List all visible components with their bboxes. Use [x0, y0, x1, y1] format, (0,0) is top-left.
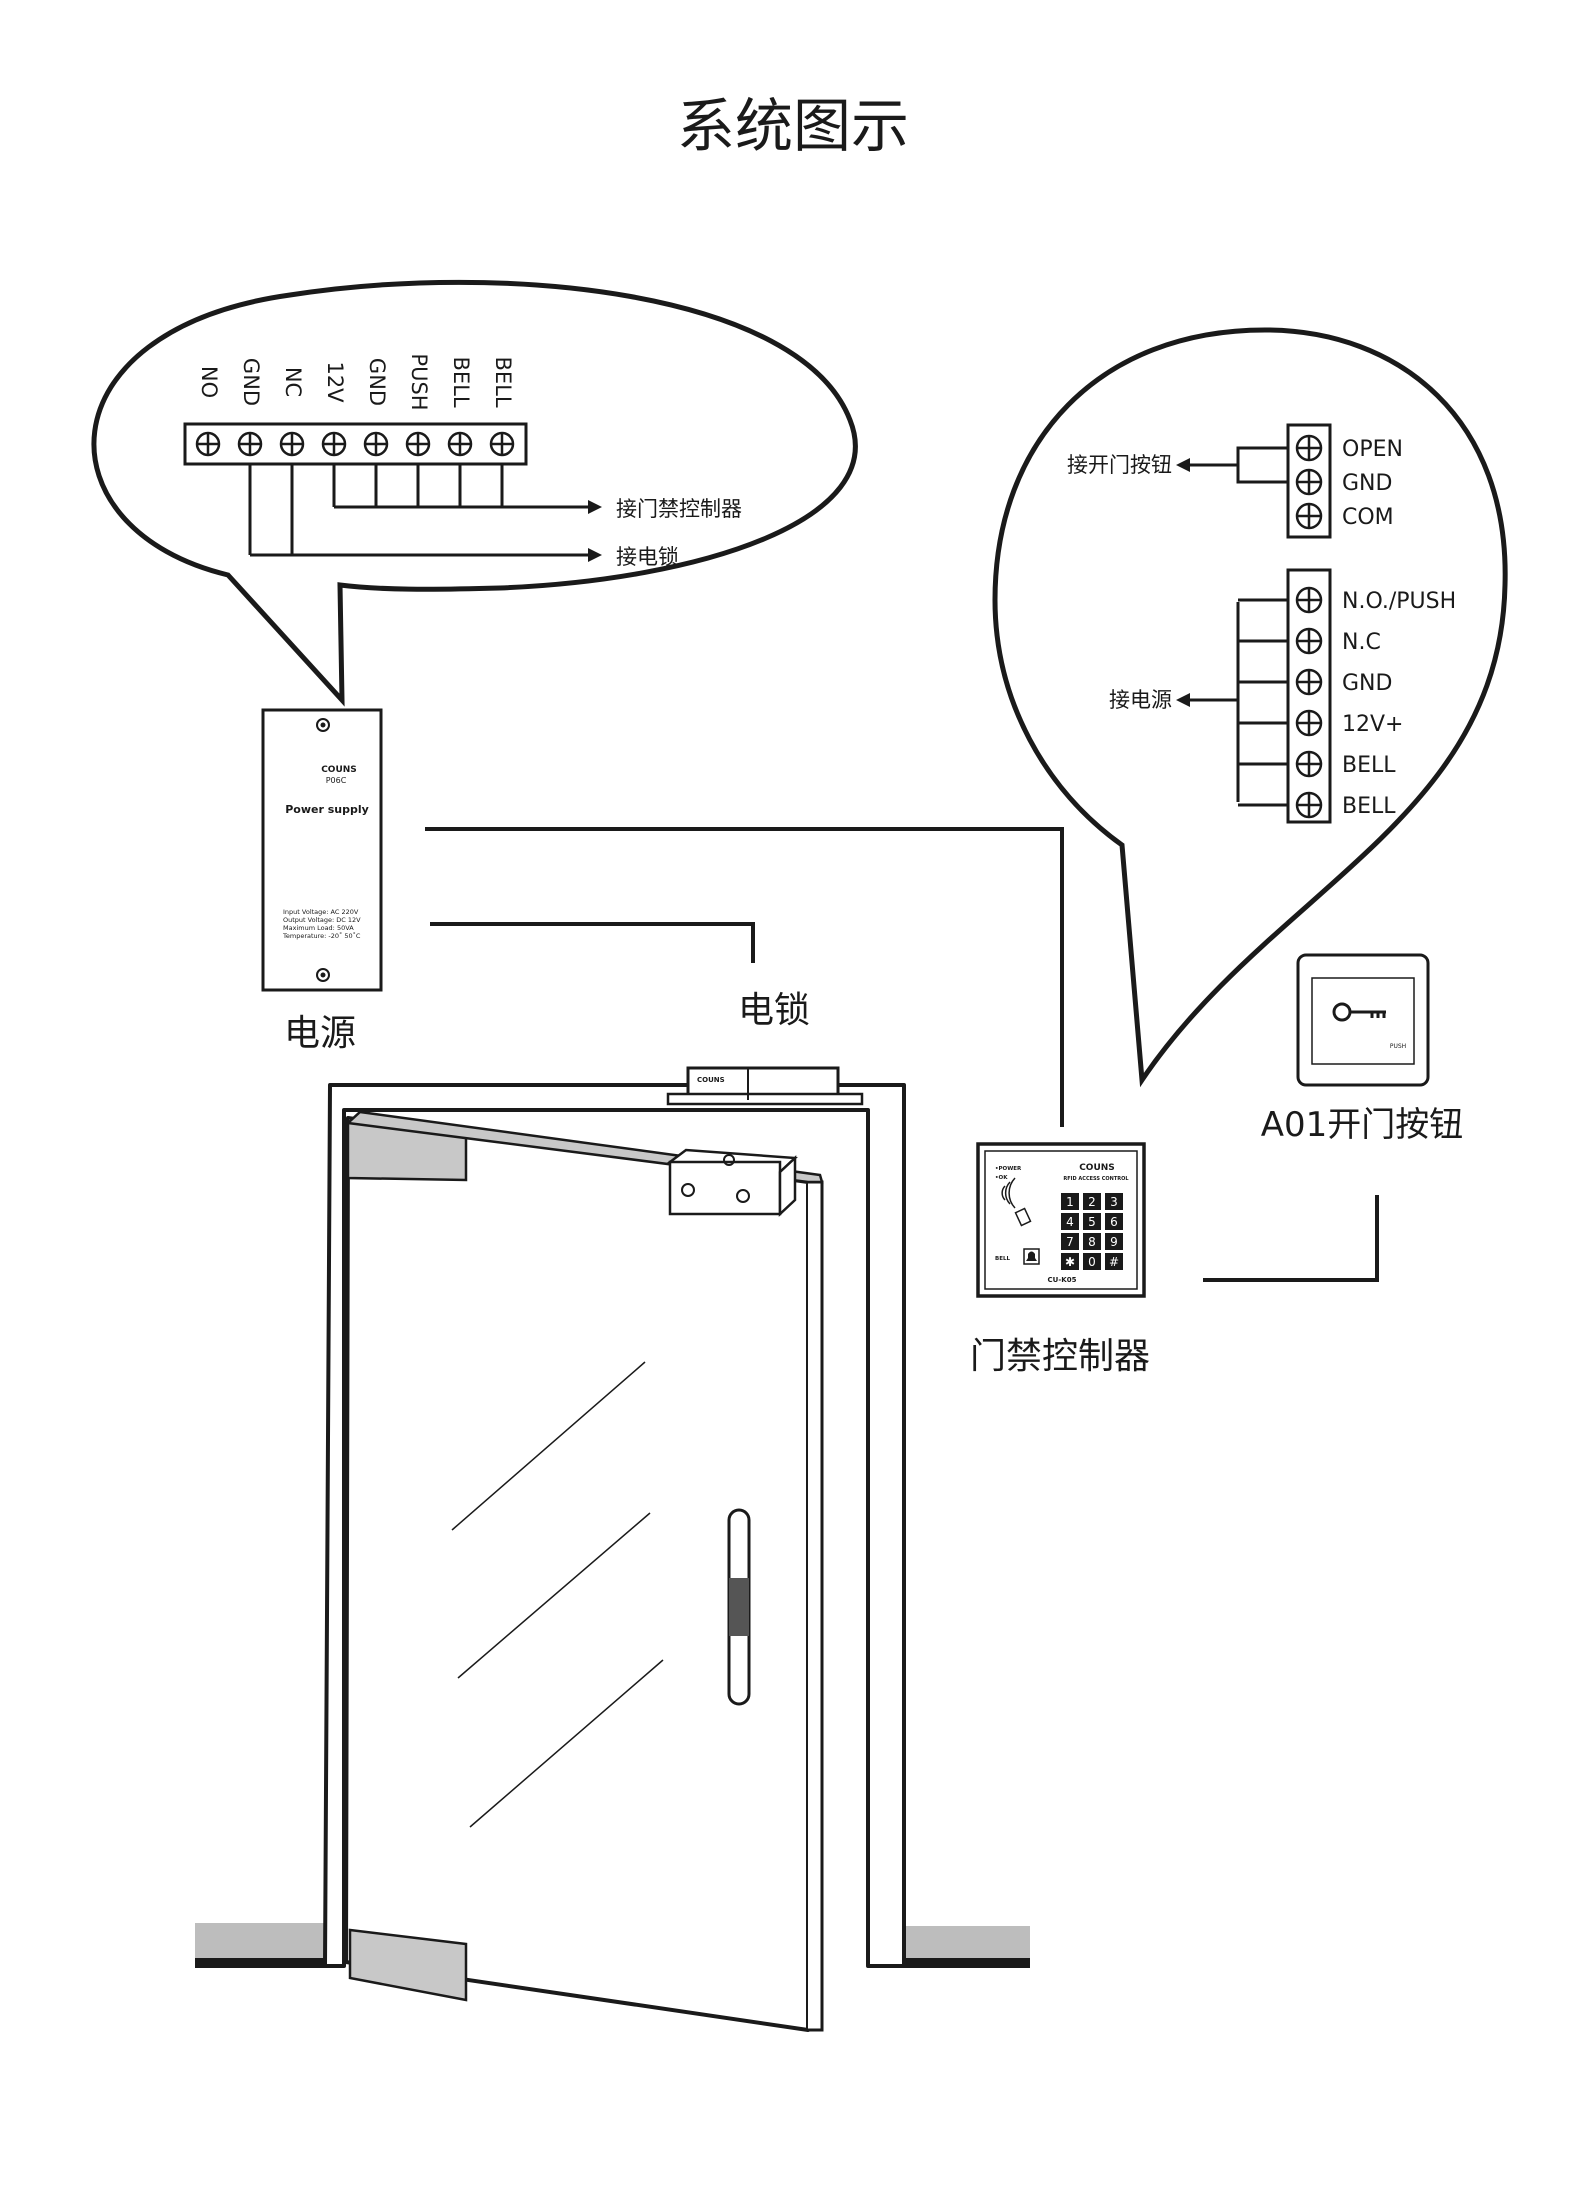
- keypad-key-label: 6: [1110, 1215, 1118, 1229]
- left-terminal-label: BELL: [491, 356, 515, 407]
- keypad-key: 3: [1105, 1193, 1123, 1210]
- key-icon: [1332, 1002, 1386, 1022]
- keypad-key: ✱: [1061, 1253, 1079, 1270]
- door-assembly: COUNS: [195, 1066, 1030, 2032]
- power-terminal-label: N.C: [1342, 630, 1381, 655]
- keypad-key: #: [1105, 1253, 1123, 1270]
- terminal-screw-icon: [405, 431, 431, 457]
- keypad-key: 4: [1061, 1213, 1079, 1230]
- to-power-label: 接电源: [1109, 688, 1172, 712]
- terminal-screw-icon: [363, 431, 389, 457]
- power-terminal-label: BELL: [1342, 794, 1396, 819]
- ctrl-ok-led: •OK: [995, 1175, 1008, 1181]
- button-terminal-label: GND: [1342, 471, 1392, 496]
- exit-push-text: PUSH: [1390, 1043, 1406, 1050]
- terminal-screw-icon: [321, 431, 347, 457]
- power-terminal-label: 12V+: [1342, 712, 1403, 737]
- left-terminal-label: NC: [281, 367, 305, 397]
- button-terminal-label: OPEN: [1342, 437, 1403, 462]
- keypad-key-label: 7: [1066, 1235, 1074, 1249]
- psu-spec-1: Input Voltage: AC 220V: [283, 908, 359, 916]
- terminal-screw-icon: [1295, 468, 1323, 496]
- terminal-screw-icon: [195, 431, 221, 457]
- psu-brand: COUNS: [321, 765, 357, 775]
- keypad-key: 1: [1061, 1193, 1079, 1210]
- terminal-screw-icon: [1295, 434, 1323, 462]
- to-controller-label: 接门禁控制器: [616, 497, 742, 521]
- left-terminal-label: 12V: [323, 361, 347, 403]
- exit-button: PUSH: [1296, 953, 1430, 1087]
- wiring: [425, 827, 1379, 1282]
- ctrl-bell-label: BELL: [995, 1256, 1010, 1262]
- ctrl-subtitle: RFID ACCESS CONTROL: [1063, 1176, 1129, 1182]
- terminal-screw-icon: [237, 431, 263, 457]
- controller-label: 门禁控制器: [970, 1336, 1150, 1377]
- terminal-screw-icon: [489, 431, 515, 457]
- terminal-screw-icon: [1295, 502, 1323, 530]
- diagram-title: 系统图示: [677, 92, 909, 160]
- keypad-key: 6: [1105, 1213, 1123, 1230]
- keypad-key-label: 9: [1110, 1235, 1118, 1249]
- lock-label: 电锁: [738, 990, 810, 1031]
- psu-spec-3: Maximum Load: 50VA: [283, 924, 354, 932]
- left-terminal-label: NO: [197, 366, 221, 398]
- keypad-key: 0: [1083, 1253, 1101, 1270]
- left-terminal-label: GND: [365, 358, 389, 406]
- ctrl-power-led: •POWER: [995, 1166, 1022, 1172]
- keypad-key-label: #: [1109, 1255, 1119, 1269]
- bell-icon: [1023, 1248, 1040, 1265]
- exit-button-label: A01开门按钮: [1261, 1105, 1464, 1145]
- terminal-screw-icon: [1295, 791, 1323, 819]
- psu-label: 电源: [284, 1013, 356, 1054]
- right-callout: OPEN GND COM N.O./PUSH N.C GND 12V+ BELL BELL 接…: [992, 327, 1508, 1088]
- psu-spec-2: Output Voltage: DC 12V: [283, 916, 361, 924]
- psu-name: Power supply: [285, 803, 369, 816]
- to-lock-label: 接电锁: [616, 545, 679, 569]
- power-terminal-label: N.O./PUSH: [1342, 589, 1456, 614]
- electric-lock: COUNS: [666, 1066, 864, 1106]
- keypad-key: 2: [1083, 1193, 1101, 1210]
- terminal-screw-icon: [1295, 586, 1323, 614]
- power-terminal-label: BELL: [1342, 753, 1396, 778]
- keypad-key-label: 3: [1110, 1195, 1118, 1209]
- terminal-screw-icon: [1295, 668, 1323, 696]
- button-terminal-label: COM: [1342, 505, 1394, 530]
- power-terminal-label: GND: [1342, 671, 1392, 696]
- keypad-key: 7: [1061, 1233, 1079, 1250]
- left-terminal-label: GND: [239, 358, 263, 406]
- to-button-label: 接开门按钮: [1067, 453, 1172, 477]
- lock-brand: COUNS: [697, 1076, 725, 1084]
- keypad-key-label: 4: [1066, 1215, 1074, 1229]
- terminal-screw-icon: [447, 431, 473, 457]
- psu-spec-4: Temperature: -20˚ 50˚C: [282, 932, 361, 940]
- keypad-key: 9: [1105, 1233, 1123, 1250]
- left-terminal-label: PUSH: [407, 353, 431, 410]
- rfid-icon: [1001, 1177, 1032, 1227]
- keypad-key-label: 5: [1088, 1215, 1096, 1229]
- lock-armature: [666, 1148, 798, 1217]
- terminal-screw-icon: [1295, 627, 1323, 655]
- keypad-key-label: 1: [1066, 1195, 1074, 1209]
- keypad-key-label: 2: [1088, 1195, 1096, 1209]
- ctrl-brand: COUNS: [1079, 1163, 1115, 1173]
- keypad-key-label: 8: [1088, 1235, 1096, 1249]
- terminal-screw-icon: [1295, 750, 1323, 778]
- terminal-screw-icon: [1295, 709, 1323, 737]
- keypad-key: 5: [1083, 1213, 1101, 1230]
- psu-model: P06C: [326, 776, 347, 785]
- ctrl-model: CU-K05: [1048, 1276, 1077, 1284]
- left-callout: NO GND NC 12V GND PUSH BELL BELL 接门禁控制器 接电锁: [91, 279, 858, 707]
- left-terminal-label: BELL: [449, 356, 473, 407]
- keypad-key-label: ✱: [1065, 1255, 1075, 1269]
- power-supply-unit: COUNS P06C Power supply Input Voltage: A…: [261, 708, 383, 992]
- keypad-key: 8: [1083, 1233, 1101, 1250]
- keypad-key-label: 0: [1088, 1255, 1096, 1269]
- terminal-screw-icon: [279, 431, 305, 457]
